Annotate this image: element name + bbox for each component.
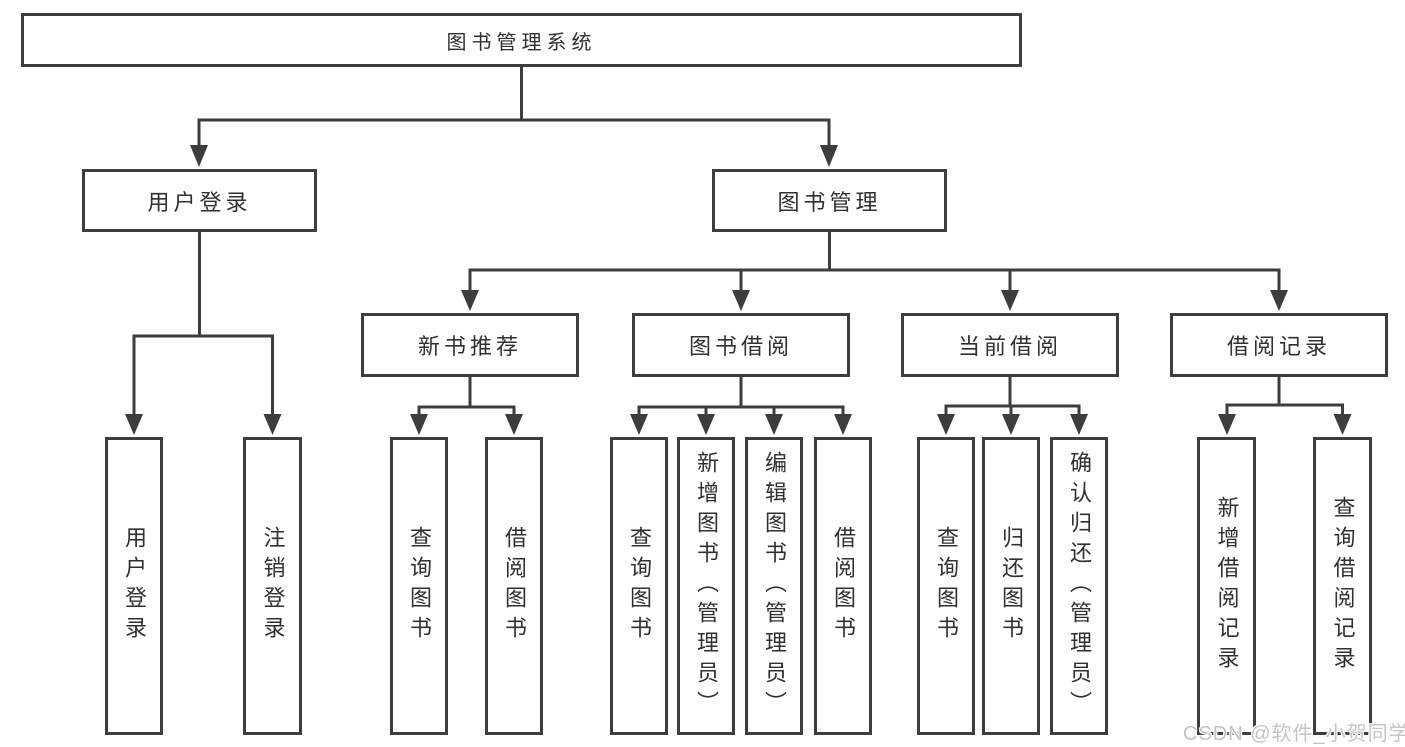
node-label: 归还图书 [999,526,1024,646]
node-label: 编辑图书（管理员） [762,451,787,721]
leaf-confirm-return-admin: 确认归还（管理员） [1050,437,1108,735]
node-label: 图书借阅 [688,334,793,359]
leaf-edit-book-admin: 编辑图书（管理员） [745,437,803,735]
node-label: 借阅图书 [502,526,527,646]
leaf-add-book-admin: 新增图书（管理员） [677,437,735,735]
node-label: 新增借阅记录 [1214,496,1240,676]
node-label: 用户登录 [122,526,147,646]
node-book-borrow: 图书借阅 [632,313,850,377]
connector-login-to-leaves [125,232,282,435]
leaf-query-books-recommend: 查询图书 [390,437,448,735]
node-label: 确认归还（管理员） [1067,451,1092,721]
node-new-book-recommend: 新书推荐 [361,313,579,377]
leaf-user-login: 用户登录 [105,437,163,735]
node-label: 用户登录 [147,189,252,215]
node-root: 图书管理系统 [21,13,1022,67]
connector-recommend-to-leaves [410,377,523,435]
node-label: 借阅图书 [831,526,856,646]
leaf-query-books-current: 查询图书 [917,437,975,735]
leaf-borrow-books: 借阅图书 [814,437,872,735]
connector-root-to-level2 [190,67,838,167]
node-label: 查询图书 [407,526,432,646]
node-label: 查询图书 [627,526,652,646]
leaf-logout: 注销登录 [243,437,302,735]
leaf-borrow-books-recommend: 借阅图书 [485,437,543,735]
node-label: 注销登录 [260,526,286,646]
node-label: 借阅记录 [1226,334,1331,359]
connector-management-to-level3 [461,232,1288,311]
csdn-watermark: CSDN @软件_小贺同学 [1183,723,1405,745]
leaf-query-borrow-record: 查询借阅记录 [1313,437,1372,735]
node-label: 新书推荐 [417,334,522,359]
leaf-query-books-borrow: 查询图书 [610,437,668,735]
connector-records-to-leaves [1218,377,1352,435]
node-borrow-records: 借阅记录 [1170,313,1388,377]
node-label: 新增图书（管理员） [694,451,719,721]
connector-borrow-to-leaves [630,377,852,435]
leaf-add-borrow-record: 新增借阅记录 [1197,437,1256,735]
node-label: 图书管理 [777,189,882,215]
connector-current-to-leaves [937,377,1088,435]
node-label: 图书管理系统 [446,31,597,54]
node-book-management: 图书管理 [712,169,947,232]
node-label: 查询图书 [934,526,959,646]
node-label: 查询借阅记录 [1330,496,1356,676]
leaf-return-book: 归还图书 [982,437,1040,735]
node-current-borrow: 当前借阅 [901,313,1119,377]
node-label: 当前借阅 [957,334,1062,359]
node-user-login: 用户登录 [82,169,317,232]
